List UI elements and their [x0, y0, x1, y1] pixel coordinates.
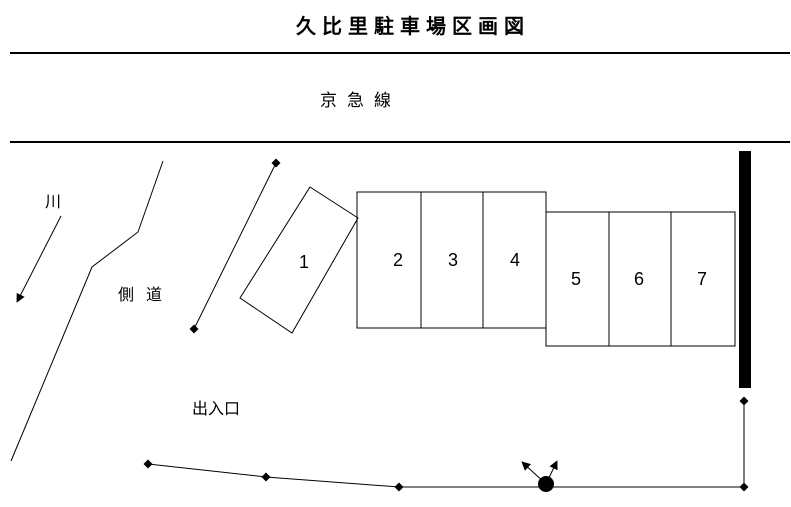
side-road-line: [10, 160, 164, 462]
diamond-marker: [261, 472, 271, 482]
page-title: 久比里駐車場区画図: [296, 14, 530, 38]
river-arrow: [16, 215, 62, 303]
parking-block-5-7: [545, 211, 736, 347]
parking-space-7-label: 7: [697, 269, 707, 289]
reference-point-dot: [538, 476, 554, 492]
diamond-marker: [739, 396, 749, 406]
river-label: 川: [45, 194, 61, 211]
diamond-marker: [189, 324, 199, 334]
diamond-marker: [394, 482, 404, 492]
parking-space-1: [239, 186, 359, 334]
parking-space-1-label: 1: [299, 252, 309, 272]
parking-space-3-label: 3: [448, 250, 458, 270]
diamond-marker: [739, 482, 749, 492]
side-road-label: 側道: [118, 286, 174, 304]
parking-space-5-label: 5: [571, 269, 581, 289]
parking-space-2-label: 2: [393, 250, 403, 270]
diamond-marker: [271, 158, 281, 168]
parking-space-6-label: 6: [634, 269, 644, 289]
wall-bar: [739, 151, 751, 388]
entrance-guide-line: [193, 162, 277, 330]
diamond-marker: [143, 459, 153, 469]
parking-space-4-label: 4: [510, 250, 520, 270]
entrance-label: 出入口: [192, 400, 240, 418]
rail-line-label: 京急線: [320, 91, 401, 110]
